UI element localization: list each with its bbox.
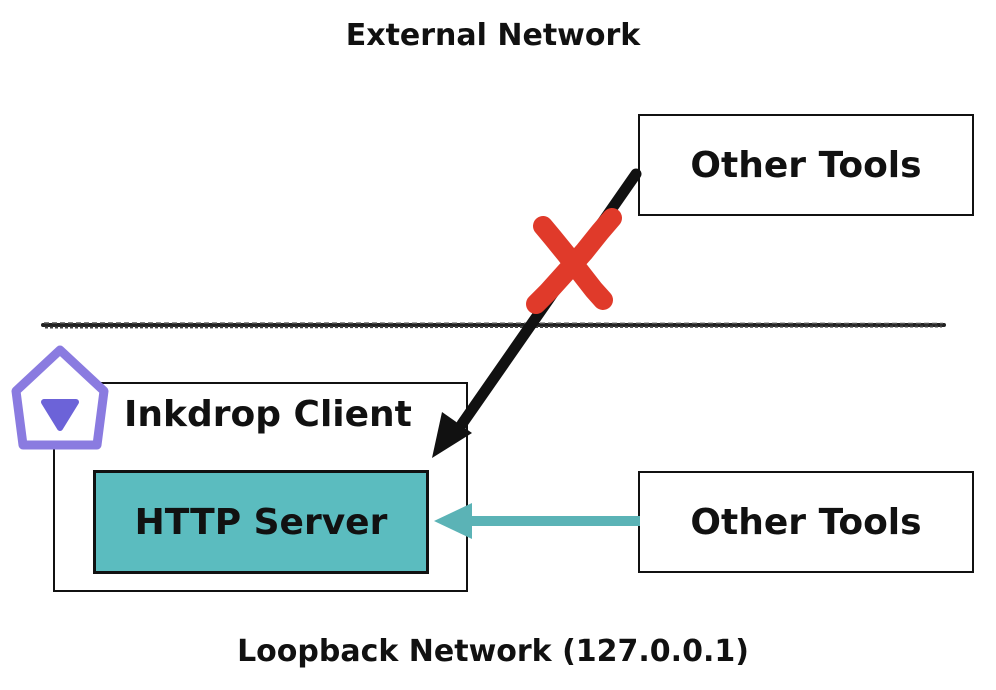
other-tools-loopback-label: Other Tools [690, 501, 922, 543]
external-network-label: External Network [345, 18, 641, 53]
other-tools-loopback-box: Other Tools [638, 471, 974, 573]
http-server-label: HTTP Server [134, 501, 388, 543]
loopback-network-label: Loopback Network (127.0.0.1) [237, 634, 749, 669]
other-tools-external-label: Other Tools [690, 144, 922, 186]
http-server-box: HTTP Server [93, 470, 429, 574]
network-boundary-line [41, 322, 946, 329]
other-tools-external-box: Other Tools [638, 114, 974, 216]
inkdrop-client-label: Inkdrop Client [124, 394, 412, 435]
